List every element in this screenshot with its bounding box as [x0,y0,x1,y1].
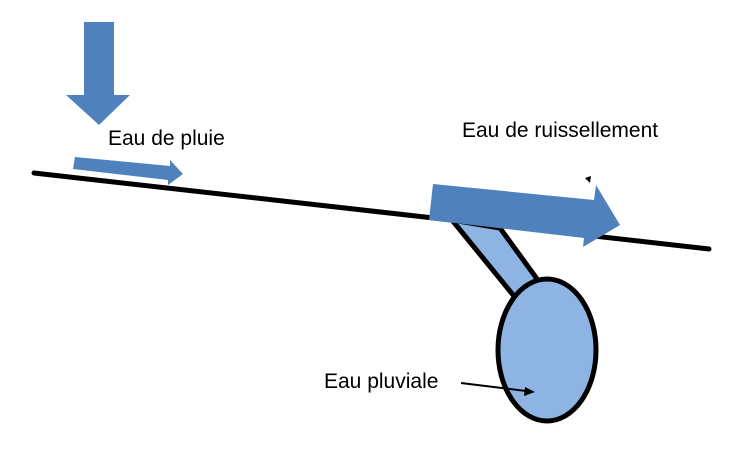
marker-triangle-icon [585,176,591,183]
pointer-arrowhead-icon [524,387,535,396]
rainwater-reservoir [495,276,599,424]
label-pluvial-water: Eau pluviale [324,370,439,393]
label-runoff-water: Eau de ruissellement [462,119,659,142]
label-rain-water: Eau de pluie [108,127,225,150]
surface-flow-arrow [73,157,183,185]
pluvial-pointer-arrow [460,382,527,392]
runoff-arrow [429,184,620,247]
rain-arrow [66,22,130,125]
